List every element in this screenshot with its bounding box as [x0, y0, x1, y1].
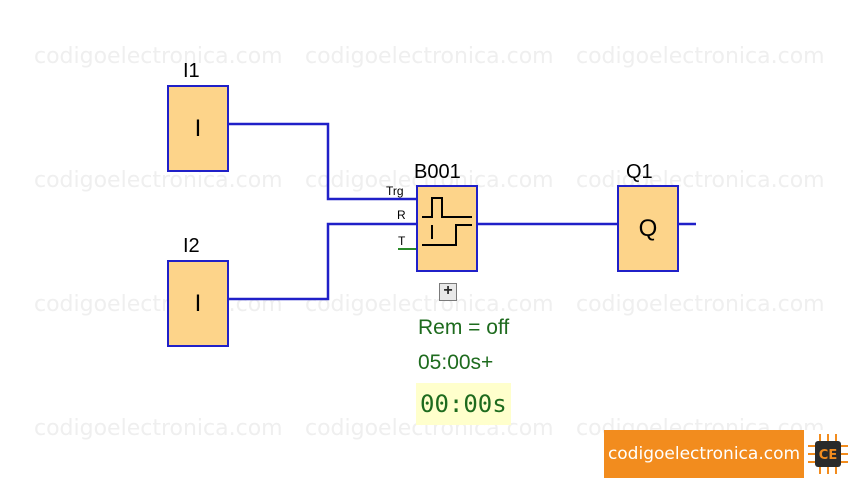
watermark-text: codigoelectronica.com: [34, 416, 283, 441]
output-q1-glyph: Q: [638, 214, 658, 242]
wire-i2-r: [228, 222, 416, 301]
input-i1-label: I1: [183, 60, 200, 82]
brand-text: codigoelectronica.com: [607, 444, 801, 464]
pin-trg-label: Trg: [386, 184, 404, 198]
current-time-display: 00:00s: [416, 383, 511, 425]
logo-text: CE: [819, 448, 837, 463]
input-i2-block[interactable]: I: [167, 260, 229, 347]
watermark-text: codigoelectronica.com: [305, 292, 554, 317]
pulse-waveform-icon: [422, 197, 472, 246]
brand-banner: codigoelectronica.com: [604, 430, 804, 478]
remanence-text: Rem = off: [418, 316, 510, 339]
chip-logo-icon: CE: [804, 430, 852, 478]
output-q1-label: Q1: [626, 161, 653, 183]
pin-t-label: T: [398, 234, 406, 248]
output-q1-block[interactable]: Q: [617, 185, 679, 272]
brand-logo: CE: [804, 430, 852, 478]
input-i1-glyph: I: [194, 114, 202, 142]
watermark-text: codigoelectronica.com: [576, 44, 825, 69]
time-setting-text: 05:00s+: [418, 351, 494, 374]
function-block-b001[interactable]: [416, 185, 478, 272]
function-block-label: B001: [414, 161, 461, 183]
watermark-text: codigoelectronica.com: [576, 292, 825, 317]
input-i2-glyph: I: [194, 289, 202, 317]
expand-button[interactable]: +: [439, 283, 457, 301]
pin-r-label: R: [397, 208, 406, 222]
watermark-text: codigoelectronica.com: [34, 292, 283, 317]
watermark-text: codigoelectronica.com: [34, 168, 283, 193]
wire-i1-trg: [228, 122, 416, 201]
input-i2-label: I2: [183, 235, 200, 257]
watermark-text: codigoelectronica.com: [305, 44, 554, 69]
input-i1-block[interactable]: I: [167, 85, 229, 172]
watermark-text: codigoelectronica.com: [34, 44, 283, 69]
